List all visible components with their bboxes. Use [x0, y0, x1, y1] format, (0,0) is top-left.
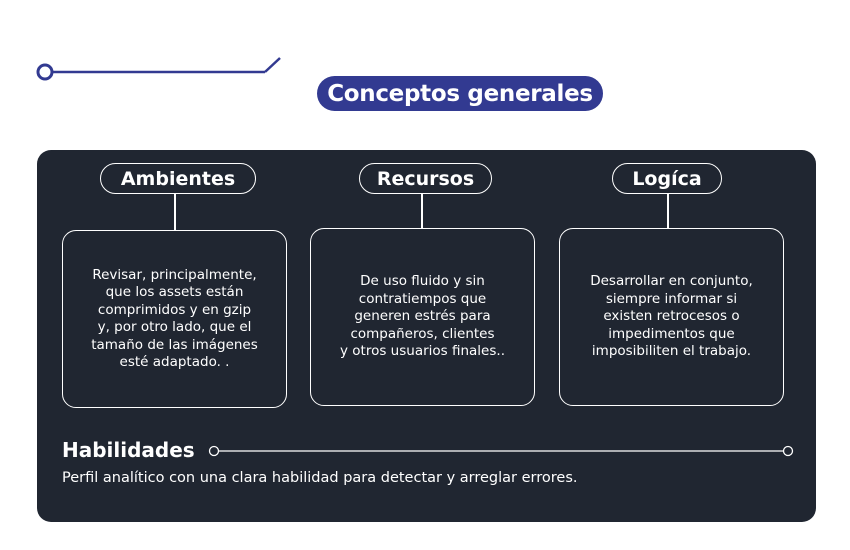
- connector-line: [174, 194, 176, 231]
- concept-heading-recursos: Recursos: [359, 163, 492, 194]
- connector-line: [421, 194, 423, 229]
- concept-card-text: Desarrollar en conjunto, siempre informa…: [590, 273, 753, 360]
- concept-card-recursos: De uso fluido y sin contratiempos que ge…: [310, 228, 535, 406]
- skills-heading: Habilidades: [62, 438, 195, 462]
- concepts-panel: [37, 150, 816, 522]
- concept-card-text: Revisar, principalmente, que los assets …: [91, 266, 258, 371]
- skills-description: Perfil analítico con una clara habilidad…: [62, 470, 578, 486]
- concept-card-text: De uso fluido y sin contratiempos que ge…: [340, 273, 505, 360]
- concept-card-logica: Desarrollar en conjunto, siempre informa…: [559, 228, 784, 406]
- page-title: Conceptos generales: [317, 76, 603, 111]
- concept-heading-ambientes: Ambientes: [100, 163, 256, 194]
- decorative-line-icon: [36, 57, 281, 81]
- connector-line: [667, 194, 669, 229]
- concept-heading-logica: Logíca: [612, 163, 722, 194]
- concept-card-ambientes: Revisar, principalmente, que los assets …: [62, 230, 287, 408]
